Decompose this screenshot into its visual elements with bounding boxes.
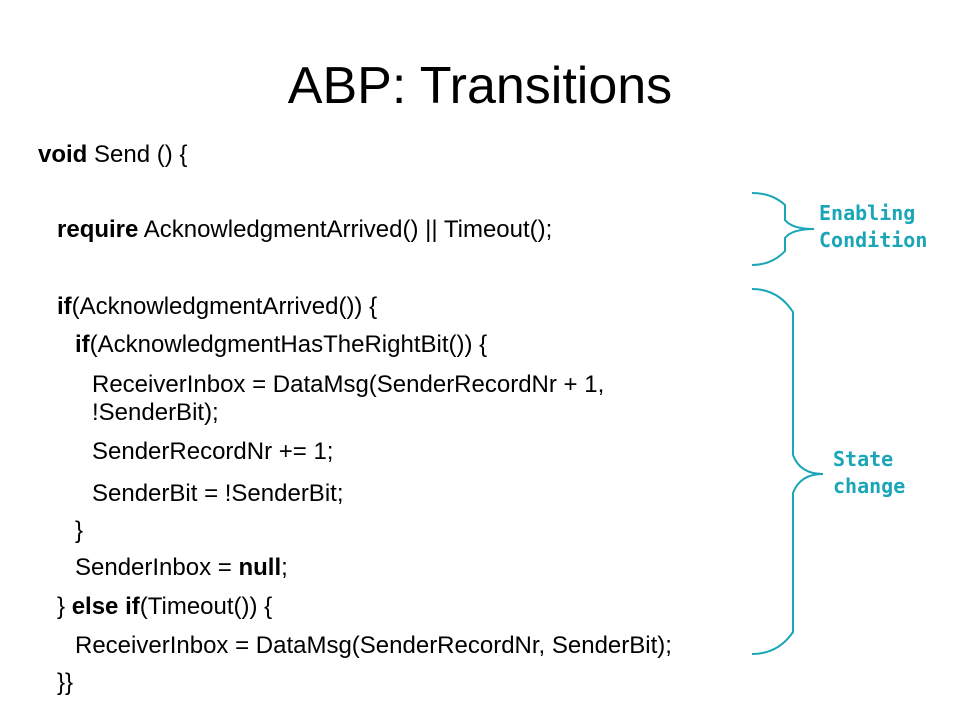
code-line-else-if-timeout: } else if(Timeout()) { <box>57 592 272 622</box>
code-text: SenderInbox = <box>75 554 239 581</box>
code-line-if-ack-arrived: if(AcknowledgmentArrived()) { <box>57 292 377 322</box>
code-line-send-signature: void Send () { <box>38 140 187 170</box>
code-line-sender-bit-arg: !SenderBit); <box>92 399 219 426</box>
code-line-require: require AcknowledgmentArrived() || Timeo… <box>57 215 552 245</box>
state-change-brace <box>751 288 824 655</box>
code-line-close-brace: } <box>75 517 84 544</box>
enabling-condition-label: Enabling Condition <box>819 200 927 254</box>
code-text: (Timeout()) { <box>139 593 273 620</box>
code-line-sender-inbox-null: SenderInbox = null; <box>75 553 288 583</box>
code-text: (AcknowledgmentArrived()) { <box>71 293 378 320</box>
code-line-final-braces: }} <box>57 669 74 696</box>
code-text: } <box>57 593 72 620</box>
code-line-if-right-bit: if(AcknowledgmentHasTheRightBit()) { <box>75 330 487 360</box>
keyword-void: void <box>38 141 88 168</box>
code-text: ; <box>281 554 288 581</box>
keyword-if: if <box>57 293 72 320</box>
code-line-sender-bit-toggle: SenderBit = !SenderBit; <box>92 480 344 507</box>
keyword-if: if <box>75 331 90 358</box>
state-change-label: State change <box>833 446 905 500</box>
code-line-receiver-inbox-assign: ReceiverInbox = DataMsg(SenderRecordNr +… <box>92 371 605 398</box>
annotation-line: Condition <box>819 228 928 252</box>
code-line-receiver-inbox-resend: ReceiverInbox = DataMsg(SenderRecordNr, … <box>75 632 672 659</box>
enabling-brace <box>751 192 815 266</box>
code-text: Send () { <box>87 141 188 168</box>
keyword-null: null <box>238 554 282 581</box>
annotation-line: State <box>833 447 894 471</box>
keyword-else-if: else if <box>71 593 140 620</box>
code-text: (AcknowledgmentHasTheRightBit()) { <box>89 331 488 358</box>
annotation-line: change <box>833 474 906 498</box>
code-line-record-increment: SenderRecordNr += 1; <box>92 438 334 465</box>
code-text: AcknowledgmentArrived() || Timeout(); <box>138 216 553 243</box>
slide-title: ABP: Transitions <box>287 57 673 115</box>
keyword-require: require <box>57 216 139 243</box>
annotation-line: Enabling <box>819 201 916 225</box>
